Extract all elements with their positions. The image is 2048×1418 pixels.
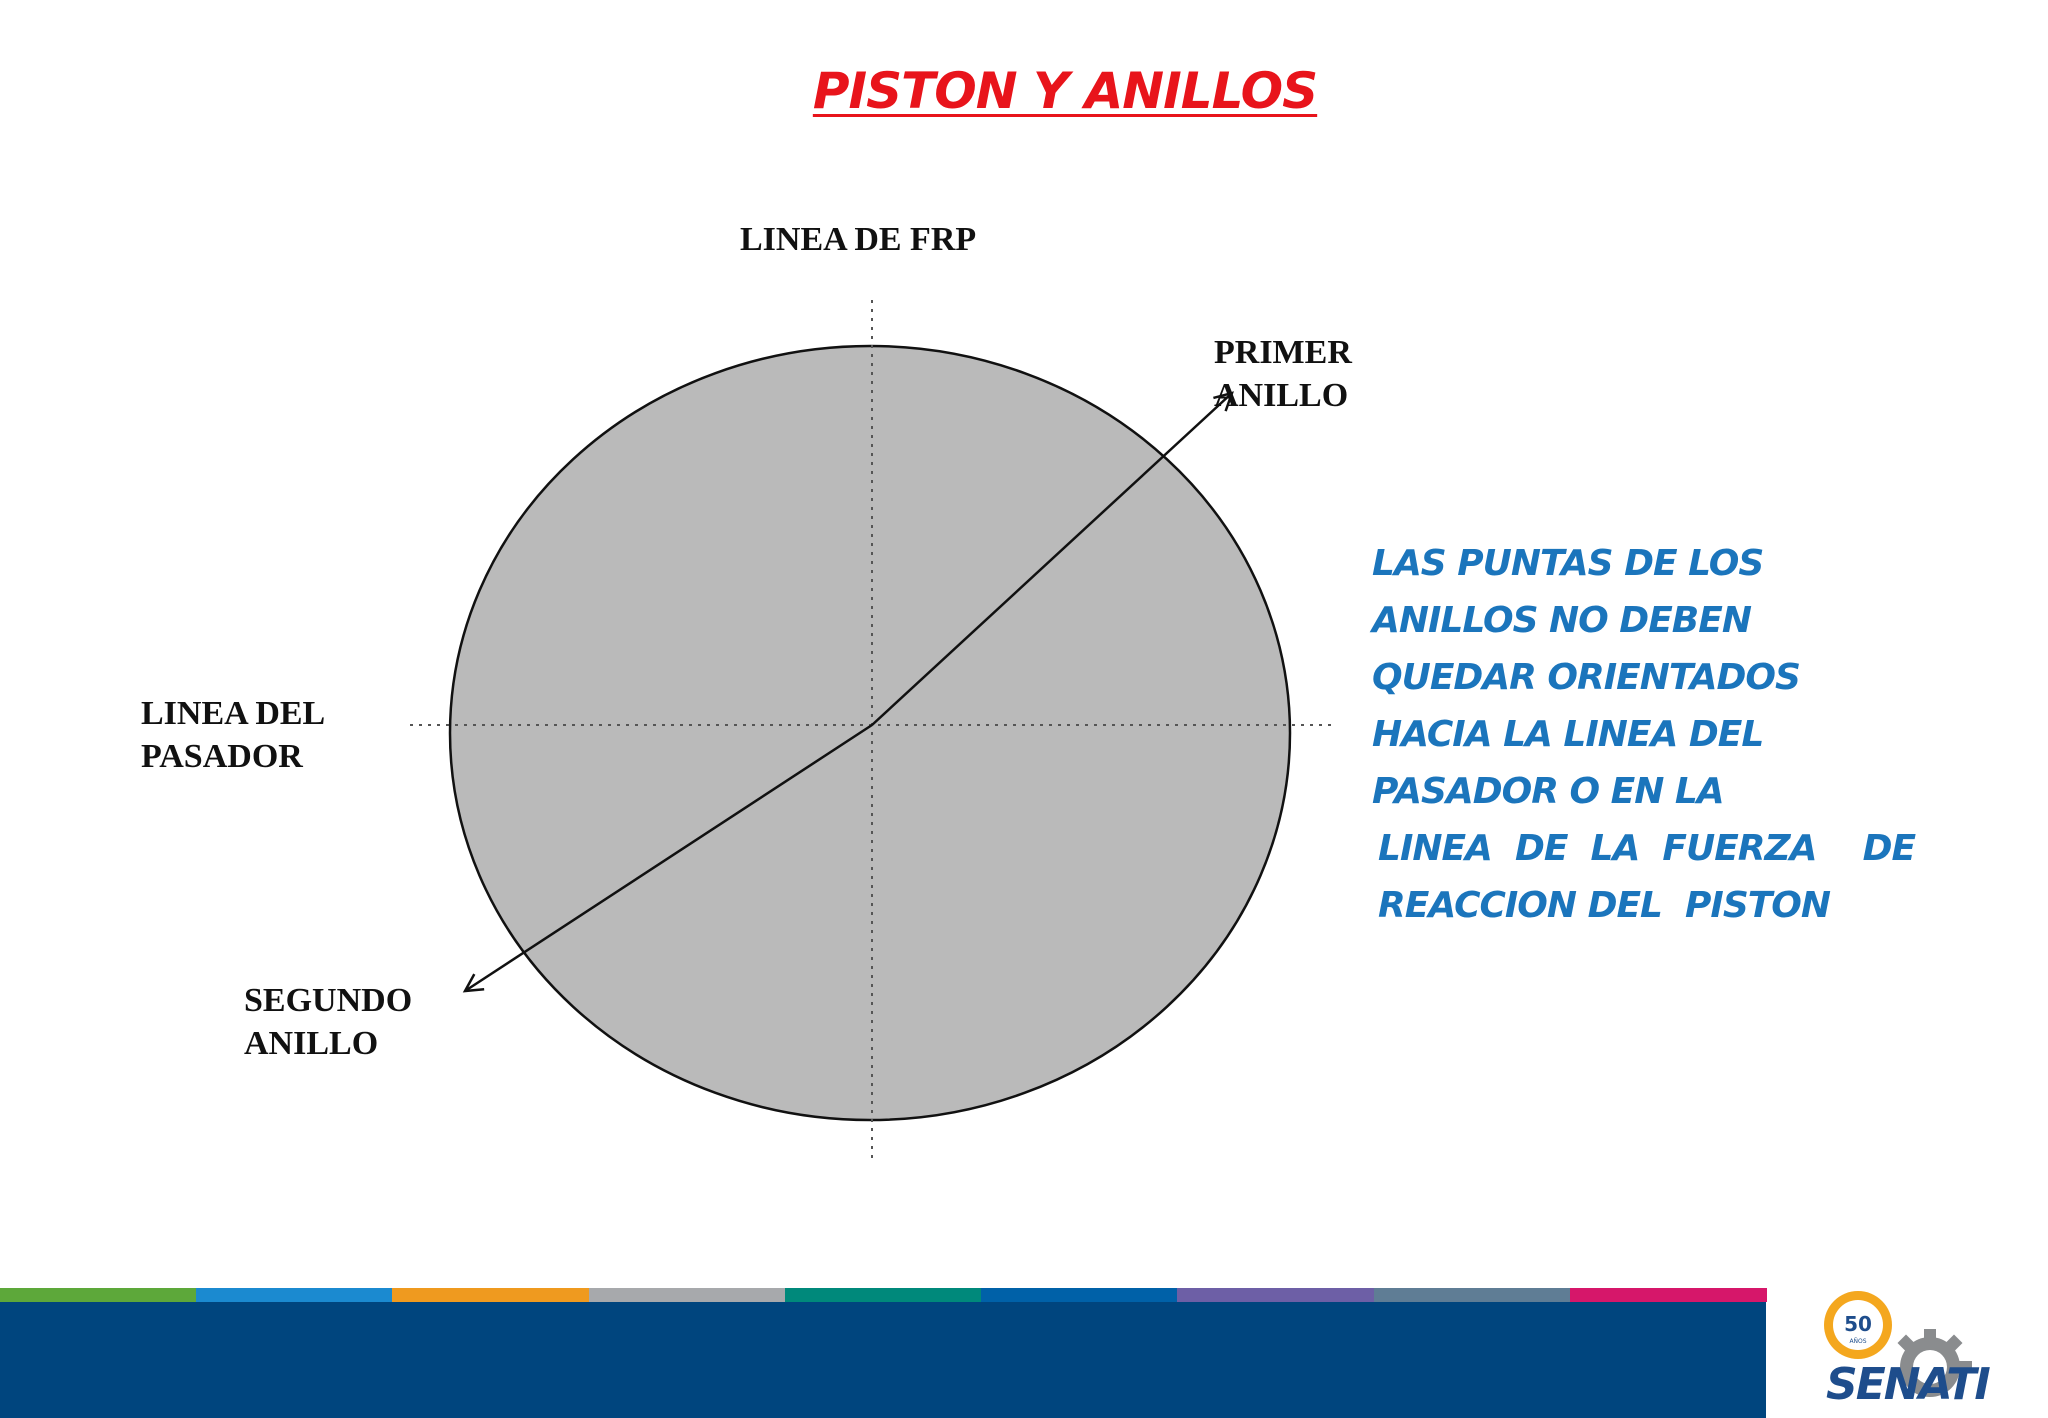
logo-wordmark: SENATI [1826, 1359, 1991, 1410]
gear-icon: 50 AÑOS [1824, 1291, 1972, 1397]
footer-stripe [784, 1288, 983, 1302]
note-line: ANILLOS NO DEBEN [1372, 600, 1752, 641]
footer-stripe [392, 1288, 590, 1302]
note-line: LINEA DE LA FUERZA DE [1378, 828, 1916, 869]
warning-note: LAS PUNTAS DE LOS ANILLOS NO DEBEN QUEDA… [1372, 535, 1916, 934]
footer-stripe [1569, 1288, 1767, 1302]
senati-logo: 50 AÑOS SENATI [1818, 1285, 2008, 1410]
note-line: HACIA LA LINEA DEL [1372, 714, 1764, 755]
footer-stripe [1177, 1288, 1375, 1302]
footer-bar [0, 1302, 1766, 1418]
note-line: QUEDAR ORIENTADOS [1372, 657, 1801, 698]
second-ring-label: SEGUNDO ANILLO [244, 982, 413, 1062]
note-line: PASADOR O EN LA [1372, 771, 1725, 812]
first-ring-arrow [871, 391, 1234, 726]
note-line: LAS PUNTAS DE LOS [1372, 543, 1764, 584]
second-ring-arrow [462, 723, 873, 993]
note-line: REACCION DEL PISTON [1378, 885, 1831, 926]
logo-badge: 50 [1844, 1312, 1872, 1336]
footer-stripe [588, 1288, 786, 1302]
logo-badge-sub: AÑOS [1849, 1338, 1866, 1345]
footer-stripe [196, 1288, 394, 1302]
footer-stripe [981, 1288, 1179, 1302]
slide-title: PISTON Y ANILLOS [812, 62, 1318, 120]
footer-stripe [0, 1288, 198, 1302]
piston-circle [448, 344, 1292, 1122]
footer-stripe [1373, 1288, 1571, 1302]
pin-line-label: LINEA DEL PASADOR [141, 695, 326, 775]
frp-line-label: LINEA DE FRP [740, 221, 977, 258]
first-ring-label: PRIMER ANILLO [1214, 334, 1352, 414]
